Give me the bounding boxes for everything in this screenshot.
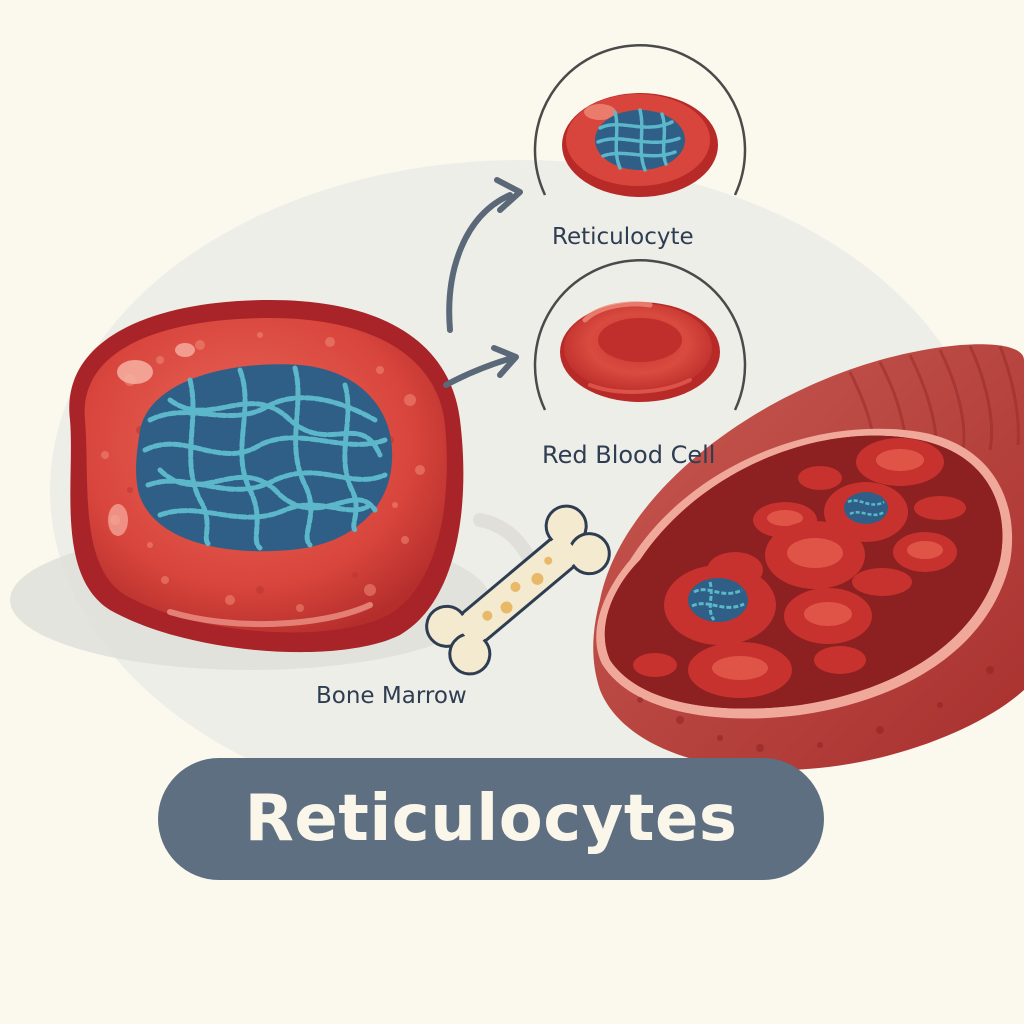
large-reticulocyte-illustration (69, 300, 464, 653)
blood-vessel-illustration (593, 344, 1024, 770)
vessel-rbc (688, 642, 792, 698)
reticulocyte-icon (533, 44, 747, 197)
red-blood-cell-label: Red Blood Cell (542, 441, 716, 469)
arrow-icon (446, 177, 523, 333)
bone-icon (425, 504, 611, 676)
vessel-rbc (784, 588, 872, 644)
vessel-rbc (798, 466, 842, 490)
vessel-rbc (856, 438, 944, 486)
vessel-retic (664, 565, 776, 645)
vessel-retic (824, 482, 908, 542)
red-blood-cell-icon (533, 259, 747, 411)
vessel-rbc (814, 646, 866, 674)
diagram-title: Reticulocytes (244, 782, 738, 856)
vessel-rbc (852, 568, 912, 596)
reticulocyte-label: Reticulocyte (552, 224, 694, 250)
vessel-rbc (893, 532, 957, 572)
arrow-icon (443, 345, 519, 388)
vessel-rbc (633, 653, 677, 677)
vessel-rbc (765, 521, 865, 589)
bone-marrow-label: Bone Marrow (316, 683, 467, 709)
vessel-rbc (914, 496, 966, 520)
title-banner: Reticulocytes (158, 758, 824, 880)
